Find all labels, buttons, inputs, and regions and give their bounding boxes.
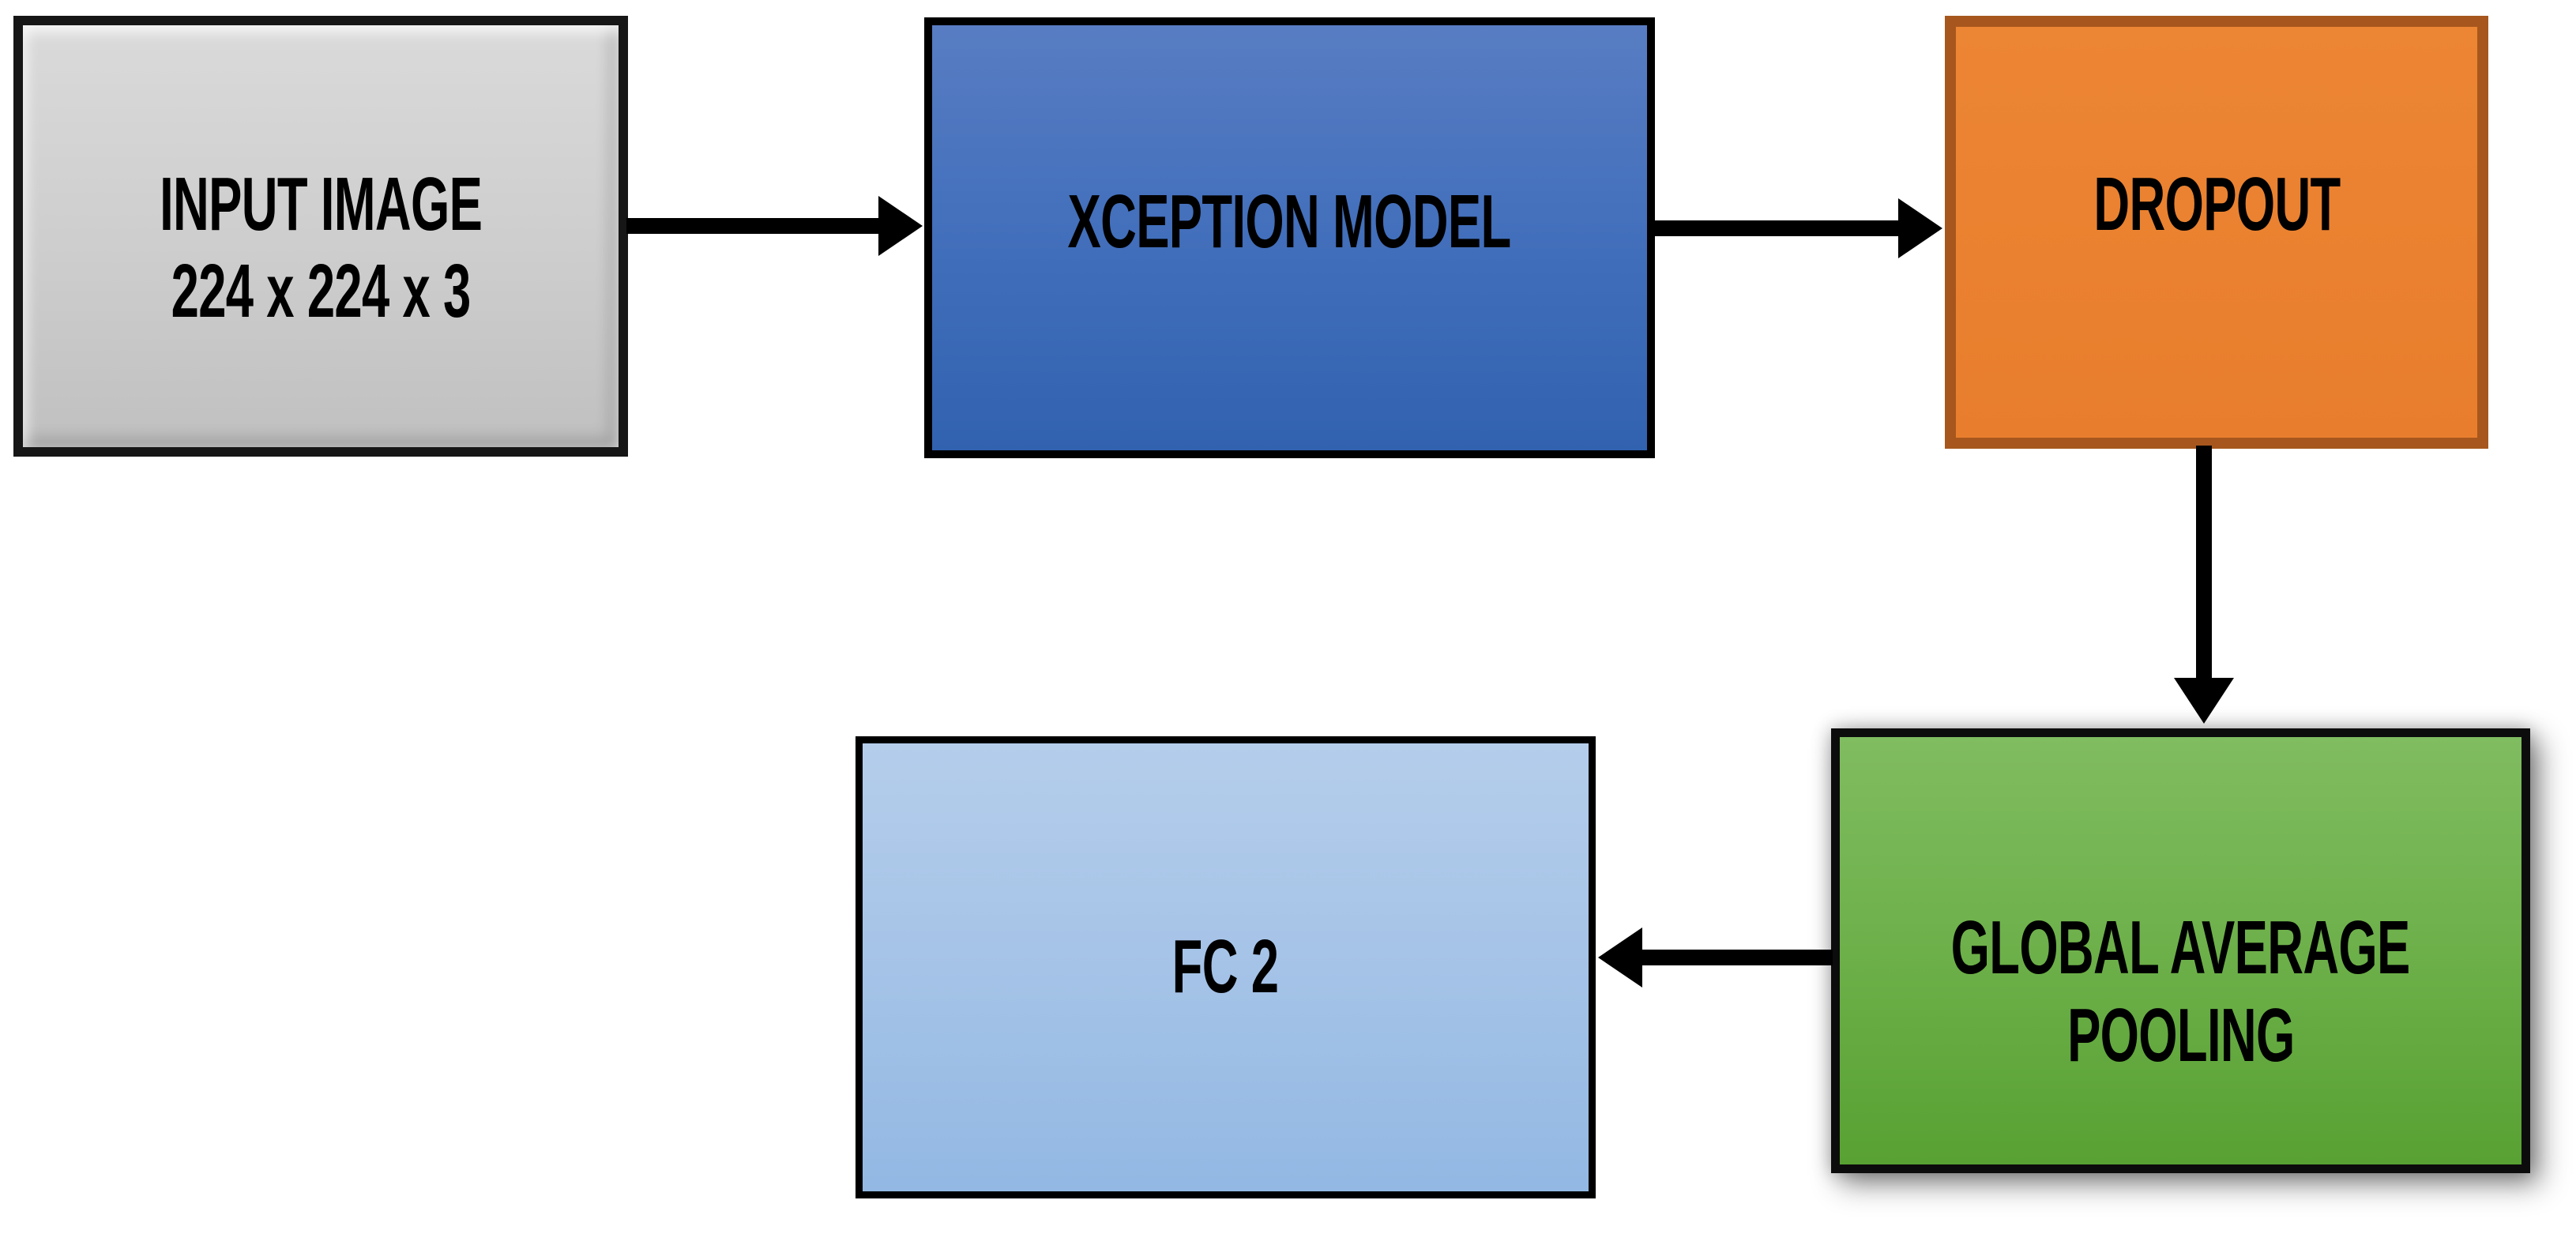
arrow-head-right-icon	[1898, 198, 1942, 258]
arrow-shaft	[1641, 950, 1833, 965]
arrow-shaft	[626, 218, 881, 234]
gap-label-line1: GLOBAL AVERAGE	[1951, 905, 2411, 991]
node-xception-model: XCEPTION MODEL	[924, 17, 1655, 458]
arrow-head-right-icon	[878, 196, 923, 256]
arrow-head-left-icon	[1598, 927, 1642, 988]
node-fc2: FC 2	[856, 736, 1596, 1198]
node-global-average-pooling: GLOBAL AVERAGE POOLING	[1831, 728, 2530, 1173]
arrow-head-down-icon	[2174, 678, 2234, 724]
arrow-shaft	[2196, 446, 2212, 681]
dropout-label: DROPOUT	[2093, 161, 2341, 246]
xception-model-label: XCEPTION MODEL	[1067, 179, 1512, 264]
gap-label-line2: POOLING	[2066, 992, 2295, 1078]
input-image-label-line2: 224 x 224 x 3	[171, 249, 472, 333]
arrow-shaft	[1653, 220, 1900, 236]
fc2-label: FC 2	[1172, 924, 1279, 1010]
node-dropout: DROPOUT	[1945, 16, 2488, 449]
node-input-image: INPUT IMAGE 224 x 224 x 3	[13, 16, 628, 457]
input-image-label-line1: INPUT IMAGE	[159, 161, 483, 246]
